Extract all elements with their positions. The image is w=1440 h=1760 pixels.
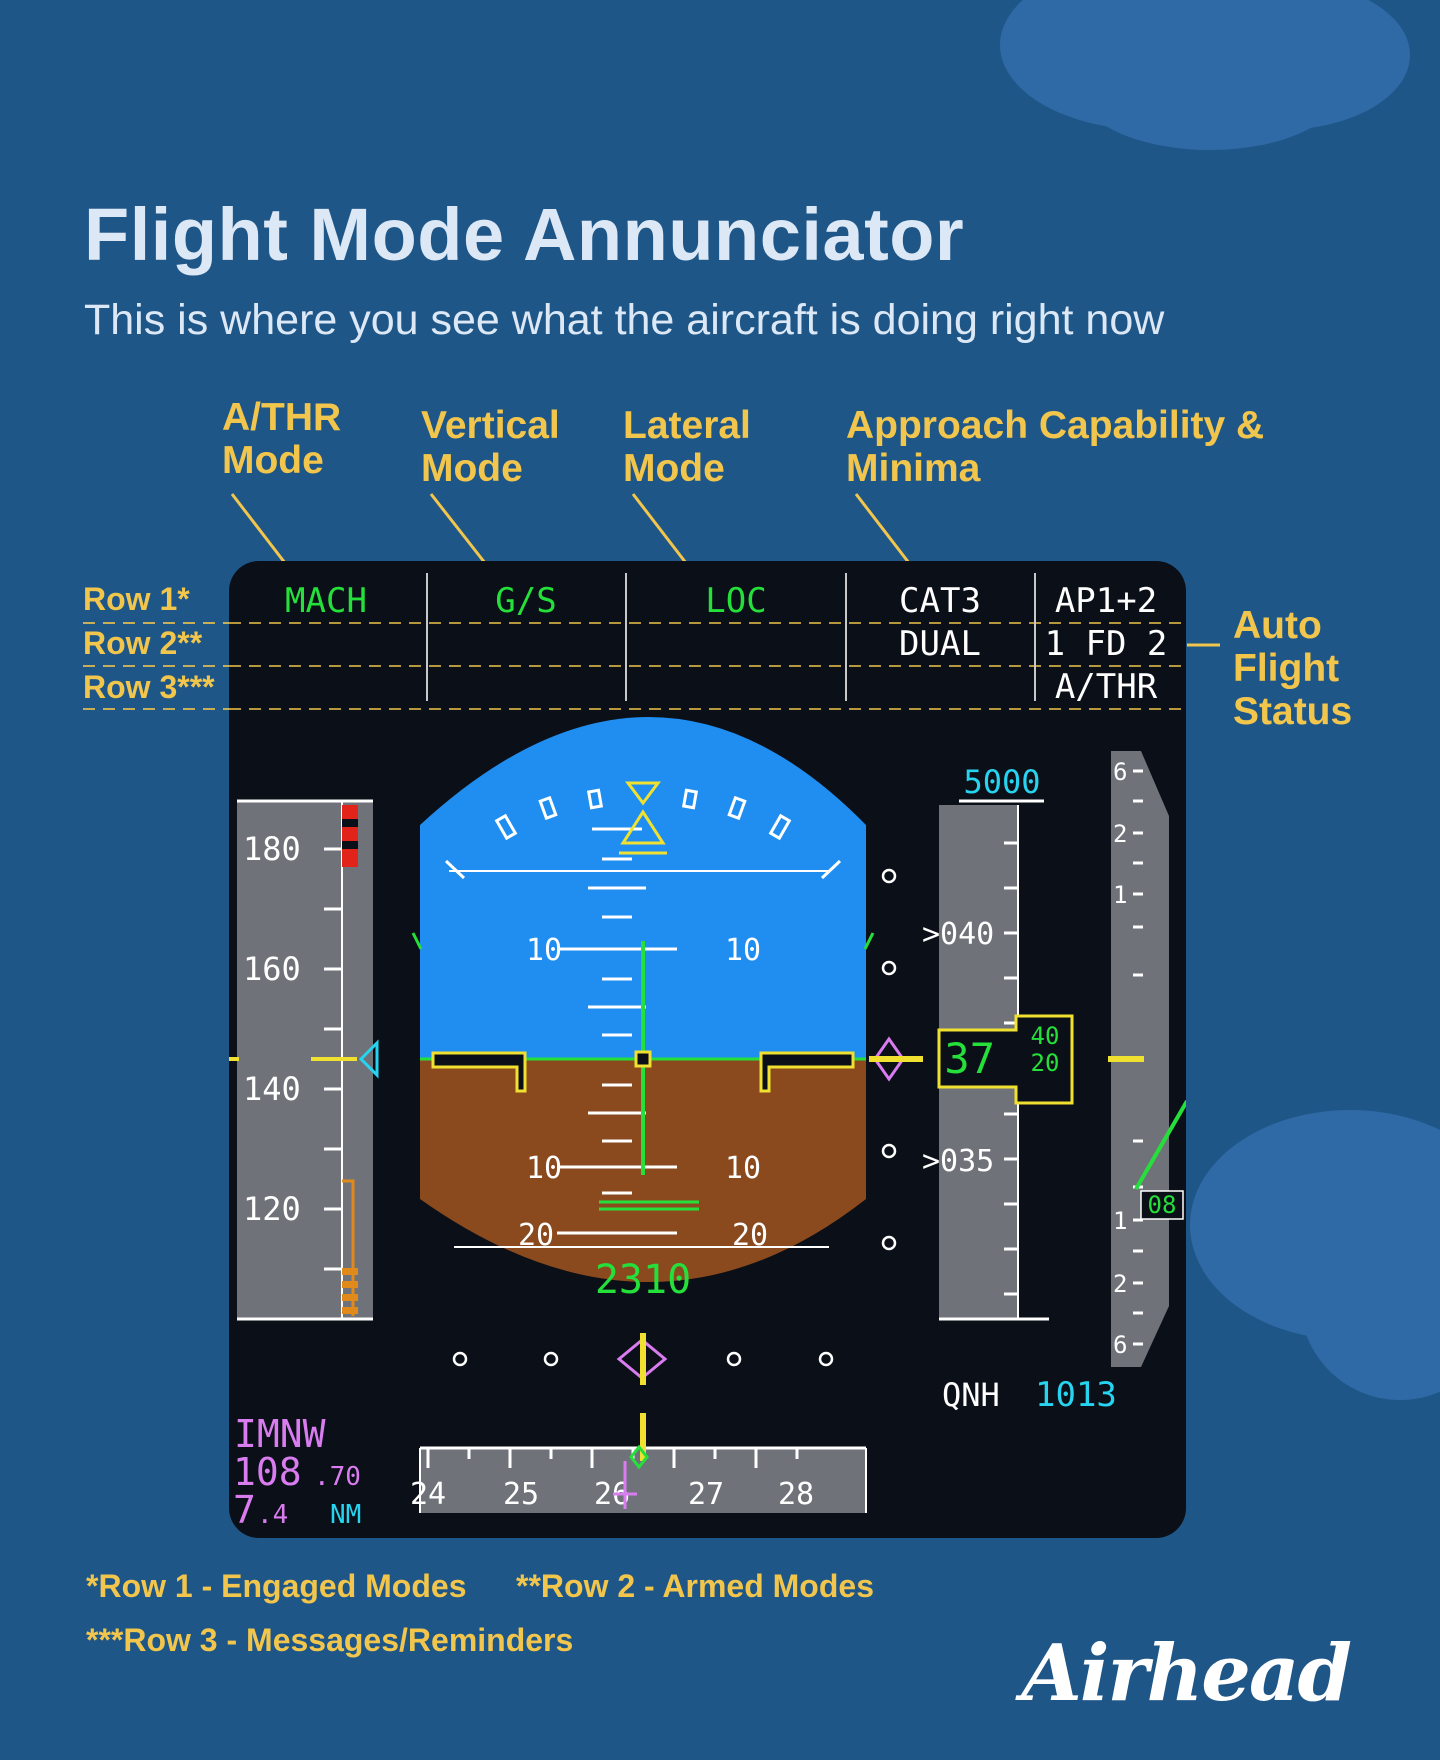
footnote-row3: ***Row 3 - Messages/Reminders	[86, 1622, 574, 1658]
vs-scale-label: 1	[1113, 1207, 1127, 1235]
vs-scale-label: 6	[1113, 1331, 1127, 1359]
heading-track-diamond	[629, 1444, 649, 1470]
radio-altitude: 2310	[595, 1257, 691, 1303]
pitch-label: 10	[526, 933, 562, 968]
glideslope-diamond	[873, 1036, 905, 1082]
altitude-tape: 5000 >040 >035 37	[922, 763, 1074, 1321]
speed-tick-label: 180	[243, 830, 301, 868]
footnote-row2: **Row 2 - Armed Modes	[516, 1568, 874, 1604]
qnh-value: 1013	[1035, 1375, 1117, 1415]
footnote-row1: *Row 1 - Engaged Modes	[86, 1568, 467, 1604]
roll-index	[625, 781, 661, 806]
fma-athr-mode: MACH	[285, 581, 367, 621]
pfd-graphic: MACH G/S LOC CAT3 DUAL AP1+2 1 FD 2 A/TH…	[229, 573, 1186, 1532]
aircraft-symbol	[431, 1050, 855, 1093]
page-subtitle: This is where you see what the aircraft …	[84, 296, 1165, 344]
row-label-3: Row 3***	[83, 669, 215, 705]
heading-tick-label: 24	[410, 1477, 446, 1512]
primary-flight-display: MACH G/S LOC CAT3 DUAL AP1+2 1 FD 2 A/TH…	[229, 561, 1186, 1538]
vs-scale-label: 2	[1113, 1270, 1127, 1298]
ils-distance-decimal: .4	[257, 1500, 288, 1530]
ils-course-marker	[613, 1461, 637, 1509]
altitude-tick-label: >035	[922, 1144, 994, 1179]
cloud-top-right-3	[1080, 30, 1340, 150]
pitch-label: 10	[725, 933, 761, 968]
localizer-scale	[452, 1351, 834, 1367]
row-label-1: Row 1*	[83, 581, 190, 617]
bank-scale	[444, 788, 842, 880]
heading-tick-label: 28	[778, 1477, 814, 1512]
altitude-drum-digit: 20	[1031, 1049, 1060, 1077]
speed-target-marker	[358, 1039, 379, 1079]
fma-flight-director-status: 1 FD 2	[1045, 624, 1168, 664]
altitude-readout-window	[937, 1014, 1074, 1105]
fma-approach-capability: CAT3	[899, 581, 981, 621]
altitude-tick-label: >040	[922, 917, 994, 952]
pitch-label: 20	[732, 1218, 768, 1253]
altitude-drum-digit: 40	[1031, 1022, 1060, 1050]
heading-tick-label: 25	[503, 1477, 539, 1512]
pitch-label: 10	[526, 1151, 562, 1186]
header-approach-capability: Approach Capability &Minima	[846, 404, 1265, 490]
fma-autopilot-status: AP1+2	[1055, 581, 1157, 621]
altitude-target: 5000	[963, 763, 1040, 801]
vertical-speed-scale: 6 2 1 1 2 6 08	[1108, 751, 1186, 1367]
fma-approach-dual: DUAL	[899, 624, 981, 664]
ils-identifier: IMNW	[234, 1412, 326, 1456]
vs-scale-label: 6	[1113, 758, 1127, 786]
fma-athr-status: A/THR	[1055, 667, 1158, 707]
page-title: Flight Mode Annunciator	[84, 193, 965, 276]
pitch-ladder	[449, 827, 829, 1248]
qnh-label: QNH	[942, 1376, 1000, 1414]
sideslip-index	[620, 809, 666, 845]
speed-tick-label: 120	[243, 1190, 301, 1228]
ils-distance-unit: NM	[330, 1500, 361, 1530]
overspeed-barber-pole	[342, 805, 358, 867]
glideslope-scale	[881, 868, 897, 1251]
heading-tick-label: 27	[688, 1477, 724, 1512]
vs-scale-label: 2	[1113, 820, 1127, 848]
row-label-2: Row 2**	[83, 625, 203, 661]
vs-scale-label: 1	[1113, 881, 1127, 909]
heading-tape: 24 25 26 27 28	[410, 1413, 867, 1513]
altitude-current: 37	[944, 1034, 995, 1083]
speed-tick-label: 160	[243, 950, 301, 988]
speed-tape: 180 160 140 120	[229, 799, 379, 1321]
ils-frequency-decimal: .70	[314, 1462, 361, 1492]
fma-lateral-mode: LOC	[705, 581, 766, 621]
pitch-label: 10	[725, 1151, 761, 1186]
airhead-logo: Airhead	[1021, 1628, 1352, 1719]
vs-value: 08	[1148, 1191, 1177, 1219]
speed-tick-label: 140	[243, 1070, 301, 1108]
localizer-diamond	[616, 1338, 668, 1380]
vs-needle	[1134, 1099, 1186, 1191]
ils-info: IMNW 108 .70 7 .4 NM	[233, 1412, 361, 1532]
fma-vertical-mode: G/S	[495, 581, 556, 621]
ils-distance: 7	[233, 1488, 256, 1532]
pitch-label: 20	[518, 1218, 554, 1253]
ils-frequency: 108	[233, 1450, 302, 1494]
